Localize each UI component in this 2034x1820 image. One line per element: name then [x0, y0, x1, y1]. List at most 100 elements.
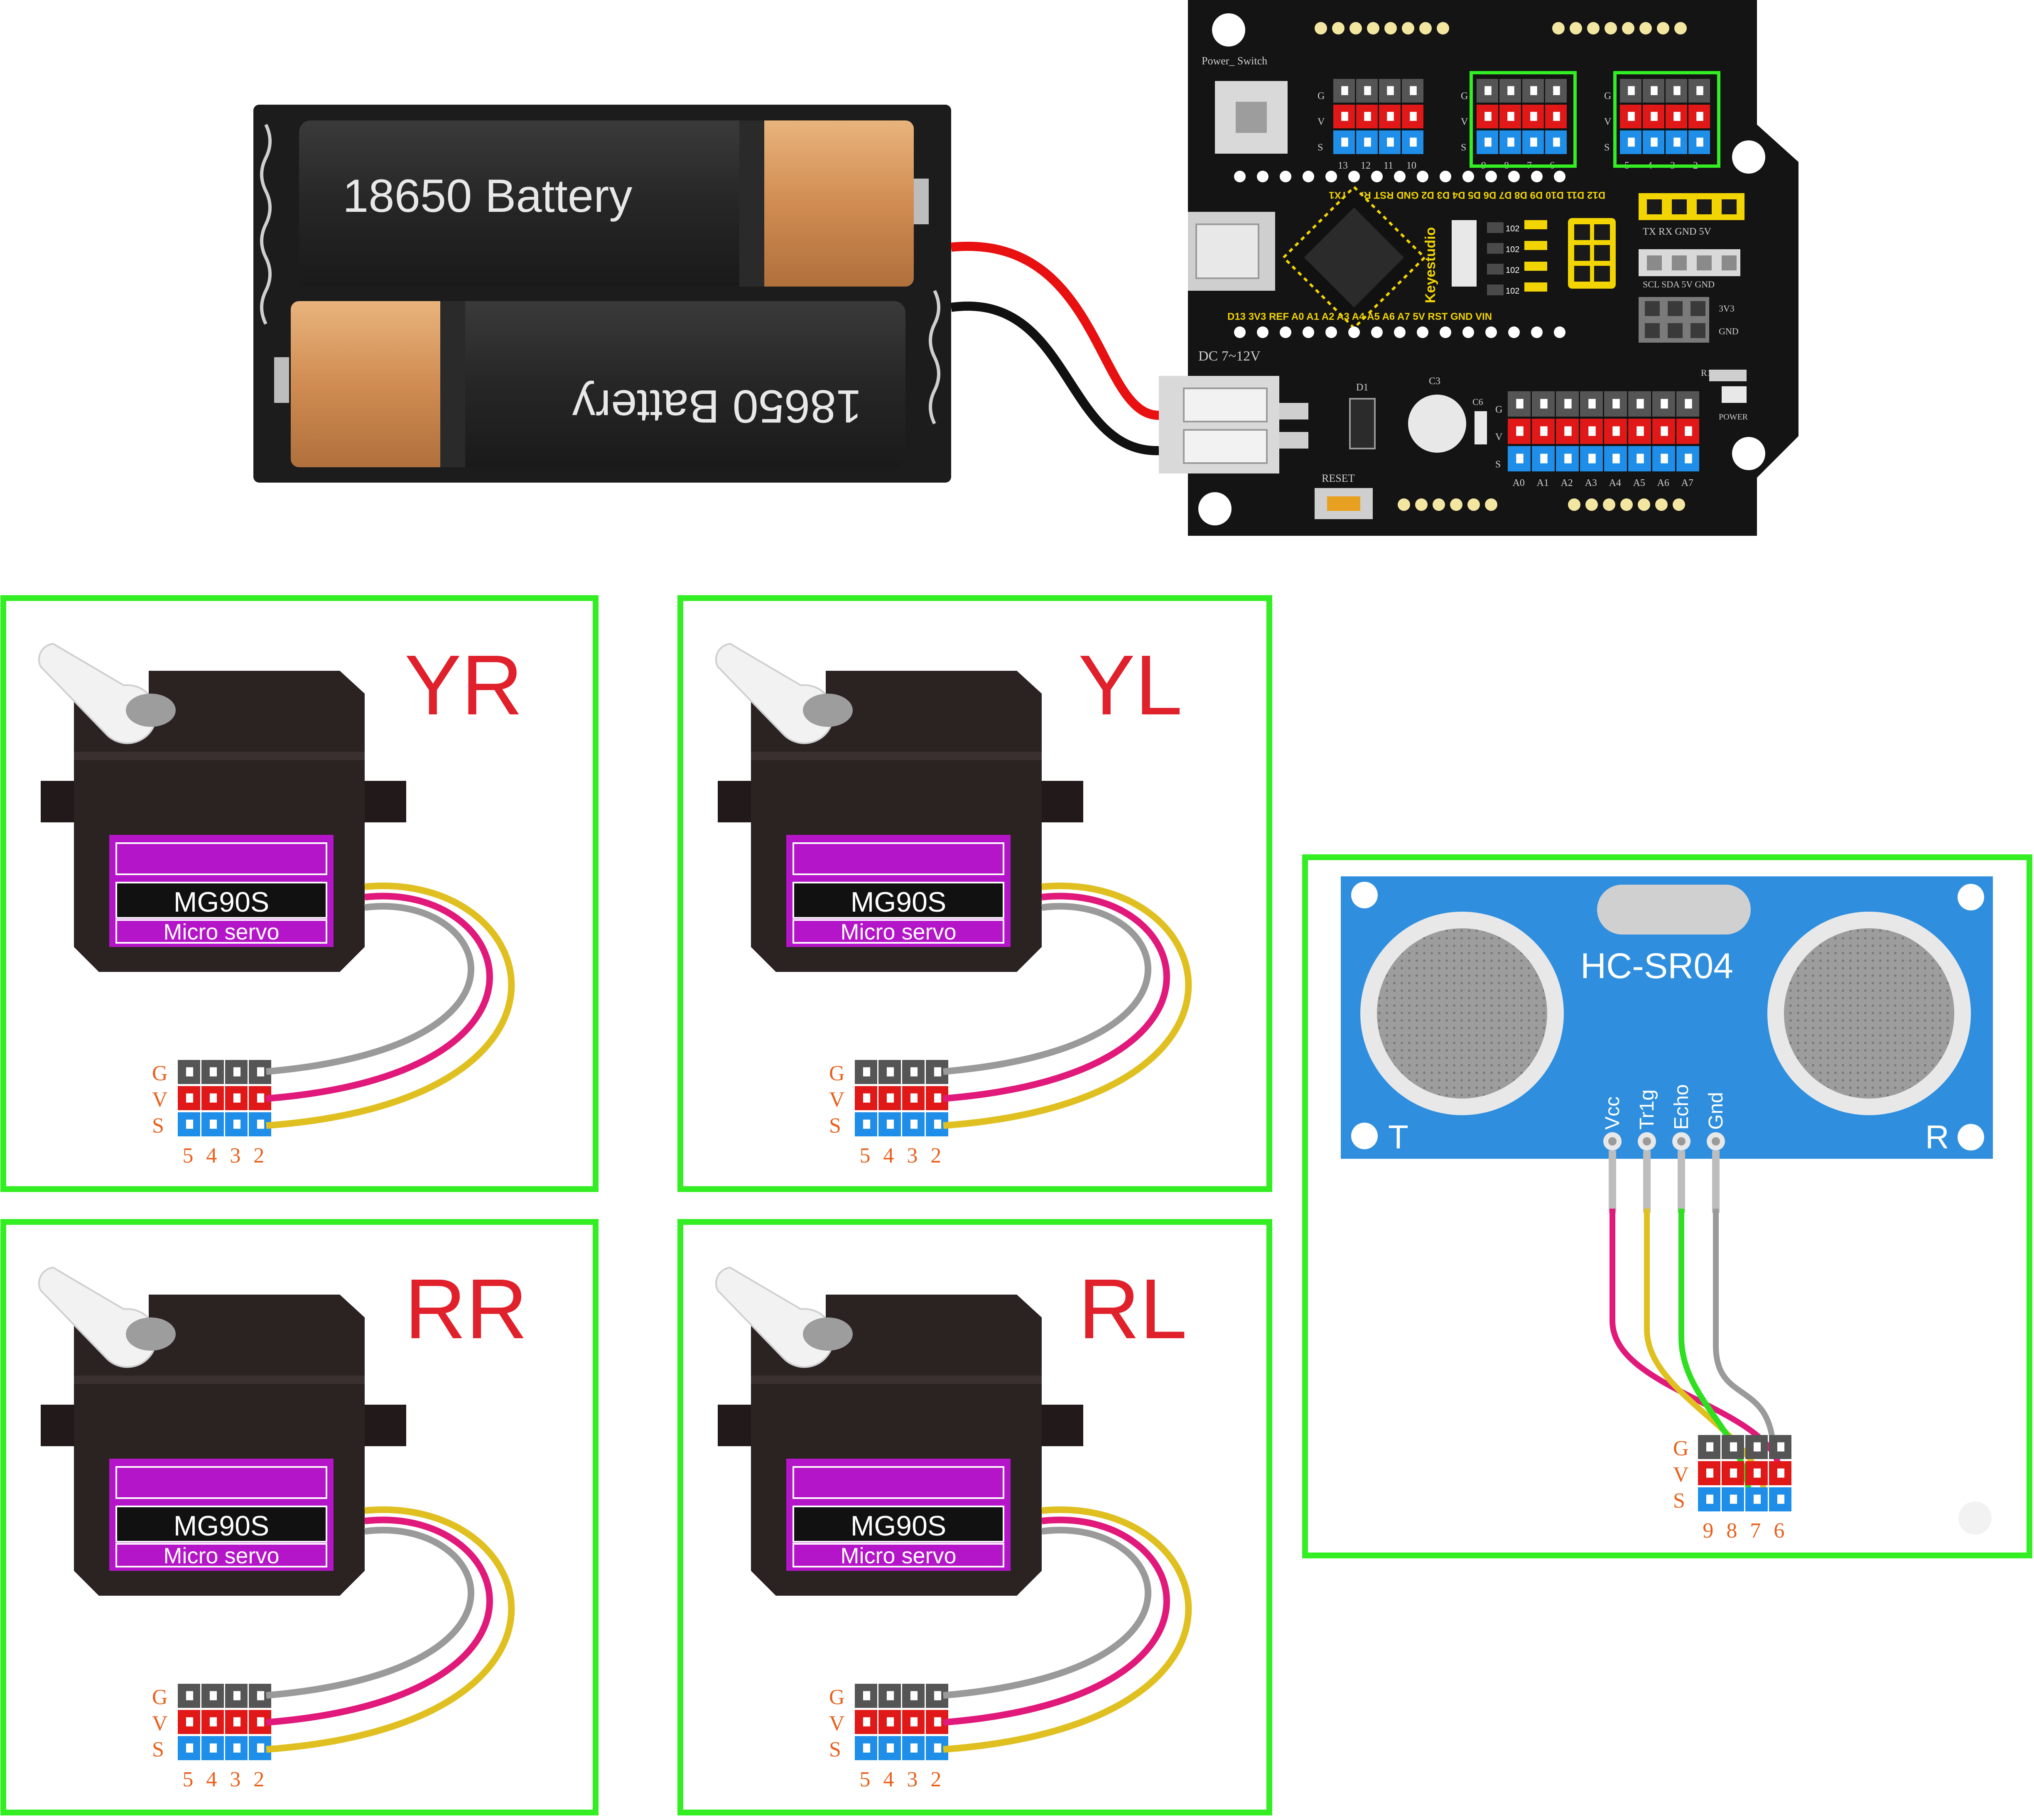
c6-label: C6: [1472, 397, 1483, 407]
pin-number: A3: [1585, 478, 1597, 488]
pin-number: A0: [1513, 478, 1525, 488]
gvs-label: G: [152, 1685, 168, 1709]
pin-number: 4: [206, 1144, 217, 1168]
nano-header-top: [1234, 171, 1565, 182]
battery-label-bottom: 18650 Battery: [572, 380, 862, 432]
highlight-pins-5-2: [1613, 71, 1720, 168]
gvs-label: V: [1461, 116, 1468, 127]
gvs-label: V: [829, 1088, 845, 1111]
reset-button-small[interactable]: [1452, 220, 1477, 287]
gvs-label: S: [1318, 142, 1323, 153]
brand-label: Keyestudio: [1423, 227, 1438, 303]
pin-number: A5: [1633, 478, 1645, 488]
pin-number: 6: [1774, 1519, 1784, 1543]
pin-number: 13: [1338, 160, 1348, 171]
pin-number: A6: [1657, 478, 1669, 488]
capacitor-c3: [1408, 395, 1466, 453]
pin-number: A2: [1561, 478, 1573, 488]
sensor-t-label: T: [1388, 1118, 1408, 1155]
power-gnd-label: GND: [1719, 326, 1739, 336]
battery-pack: 18650 Battery 18650 Battery: [253, 105, 951, 483]
sensor-pin-label: Vcc: [1602, 1096, 1624, 1130]
crystal-oscillator: [1597, 885, 1751, 935]
pin-number: 4: [883, 1144, 894, 1168]
servo-wires: [266, 1506, 515, 1753]
servo-subtitle-label: Micro servo: [163, 1543, 279, 1568]
battery-red-wire: [950, 242, 1159, 420]
gvs-label: V: [152, 1088, 168, 1111]
pin-number: 2: [253, 1144, 264, 1168]
sensor-wires: [1609, 1150, 1783, 1498]
servo-model-label: MG90S: [174, 1510, 270, 1542]
pin-number: 8: [1726, 1519, 1737, 1543]
gvs-label: S: [1461, 142, 1466, 153]
pin-number: 5: [859, 1144, 870, 1168]
sensor-wire: [1610, 1209, 1783, 1474]
gvs-label: G: [1673, 1437, 1689, 1460]
top-pin-row-right: [1552, 22, 1687, 34]
servo-model-label: MG90S: [174, 886, 270, 918]
servo-name-label: RL: [1078, 1261, 1187, 1356]
gvs-label: S: [1604, 142, 1610, 153]
gvs-label: V: [1495, 432, 1503, 442]
i2c-header: [1639, 249, 1740, 276]
pin-number: 7: [1750, 1519, 1761, 1543]
servo-name-label: YL: [1078, 638, 1183, 733]
power-led-label: POWER: [1719, 412, 1748, 422]
gvs-label: V: [829, 1712, 845, 1735]
pin-number: 12: [1361, 160, 1371, 171]
sensor-r-label: R: [1925, 1118, 1949, 1155]
sensor-model-label: HC-SR04: [1580, 946, 1733, 986]
microcontroller-chip: [1282, 185, 1426, 330]
gvs-label: V: [1318, 116, 1325, 127]
servo-name-label: YR: [405, 638, 523, 733]
pin-number: 2: [930, 1144, 941, 1168]
nano-header-top-labels: D12 D11 D10 D9 D8 D7 D6 D5 D4 D3 D2 GND …: [1329, 189, 1605, 201]
bottom-pin-row: [1398, 498, 1685, 511]
pin-number: 5: [182, 1144, 193, 1168]
gvs-label: S: [1673, 1489, 1685, 1513]
uart-header: [1639, 193, 1744, 220]
d1-label: D1: [1356, 382, 1368, 393]
servo-model-label: MG90S: [851, 886, 947, 918]
svg-text:102: 102: [1506, 245, 1519, 254]
uart-labels: TX RX GND 5V: [1643, 226, 1711, 237]
gvs-label: V: [1604, 116, 1612, 127]
svg-text:102: 102: [1506, 224, 1519, 233]
pin-number: 2: [253, 1768, 264, 1791]
pin-number: A1: [1537, 478, 1549, 488]
highlight-pins-9-6: [1470, 71, 1577, 168]
pin-number: 4: [883, 1768, 894, 1791]
nano-header-bottom-labels: D13 3V3 REF A0 A1 A2 A3 A4 A5 A6 A7 5V R…: [1227, 311, 1492, 322]
gvs-label: S: [152, 1114, 164, 1138]
dc-power-connector[interactable]: [1159, 376, 1308, 473]
gvs-label: S: [829, 1114, 841, 1138]
pin-number: A4: [1609, 478, 1621, 488]
gvs-label: G: [829, 1062, 845, 1085]
resistor-array: 102 102 102 102: [1487, 220, 1547, 296]
gvs-label: G: [152, 1062, 168, 1085]
gvs-label: G: [1318, 91, 1325, 101]
nano-header-bottom: [1234, 326, 1565, 338]
pin-number: 3: [230, 1768, 240, 1791]
svg-text:102: 102: [1506, 287, 1519, 296]
sensor-pin-label: Tr1g: [1636, 1089, 1658, 1130]
